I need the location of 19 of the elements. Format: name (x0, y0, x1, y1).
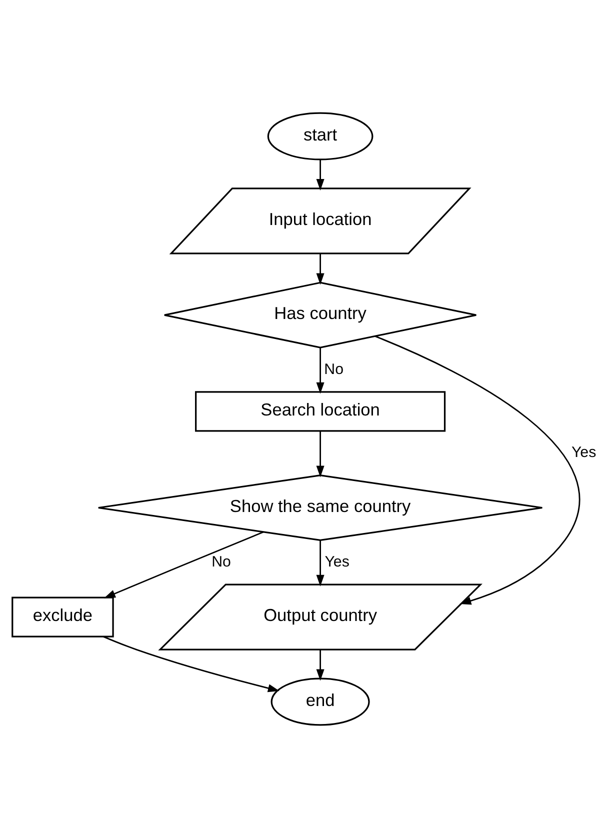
node-diamond: Has country (164, 282, 477, 348)
edge-label: Yes (324, 553, 350, 570)
arrow (316, 254, 324, 285)
arrow (316, 159, 324, 191)
arrow (374, 336, 580, 605)
node-box: exclude (12, 596, 114, 638)
node-box: Search location (195, 391, 446, 432)
edge-label: No (324, 360, 344, 378)
arrow (102, 636, 280, 692)
arrow (316, 431, 324, 478)
node-ellipse: end (270, 678, 370, 726)
node-diamond: Show the same country (98, 474, 543, 542)
arrow (316, 348, 324, 394)
edge-label: Yes (571, 444, 596, 462)
arrow (316, 540, 324, 586)
node-ellipse: start (267, 112, 374, 160)
edge-label: No (212, 553, 231, 570)
arrow (104, 531, 264, 598)
arrow (316, 650, 324, 681)
